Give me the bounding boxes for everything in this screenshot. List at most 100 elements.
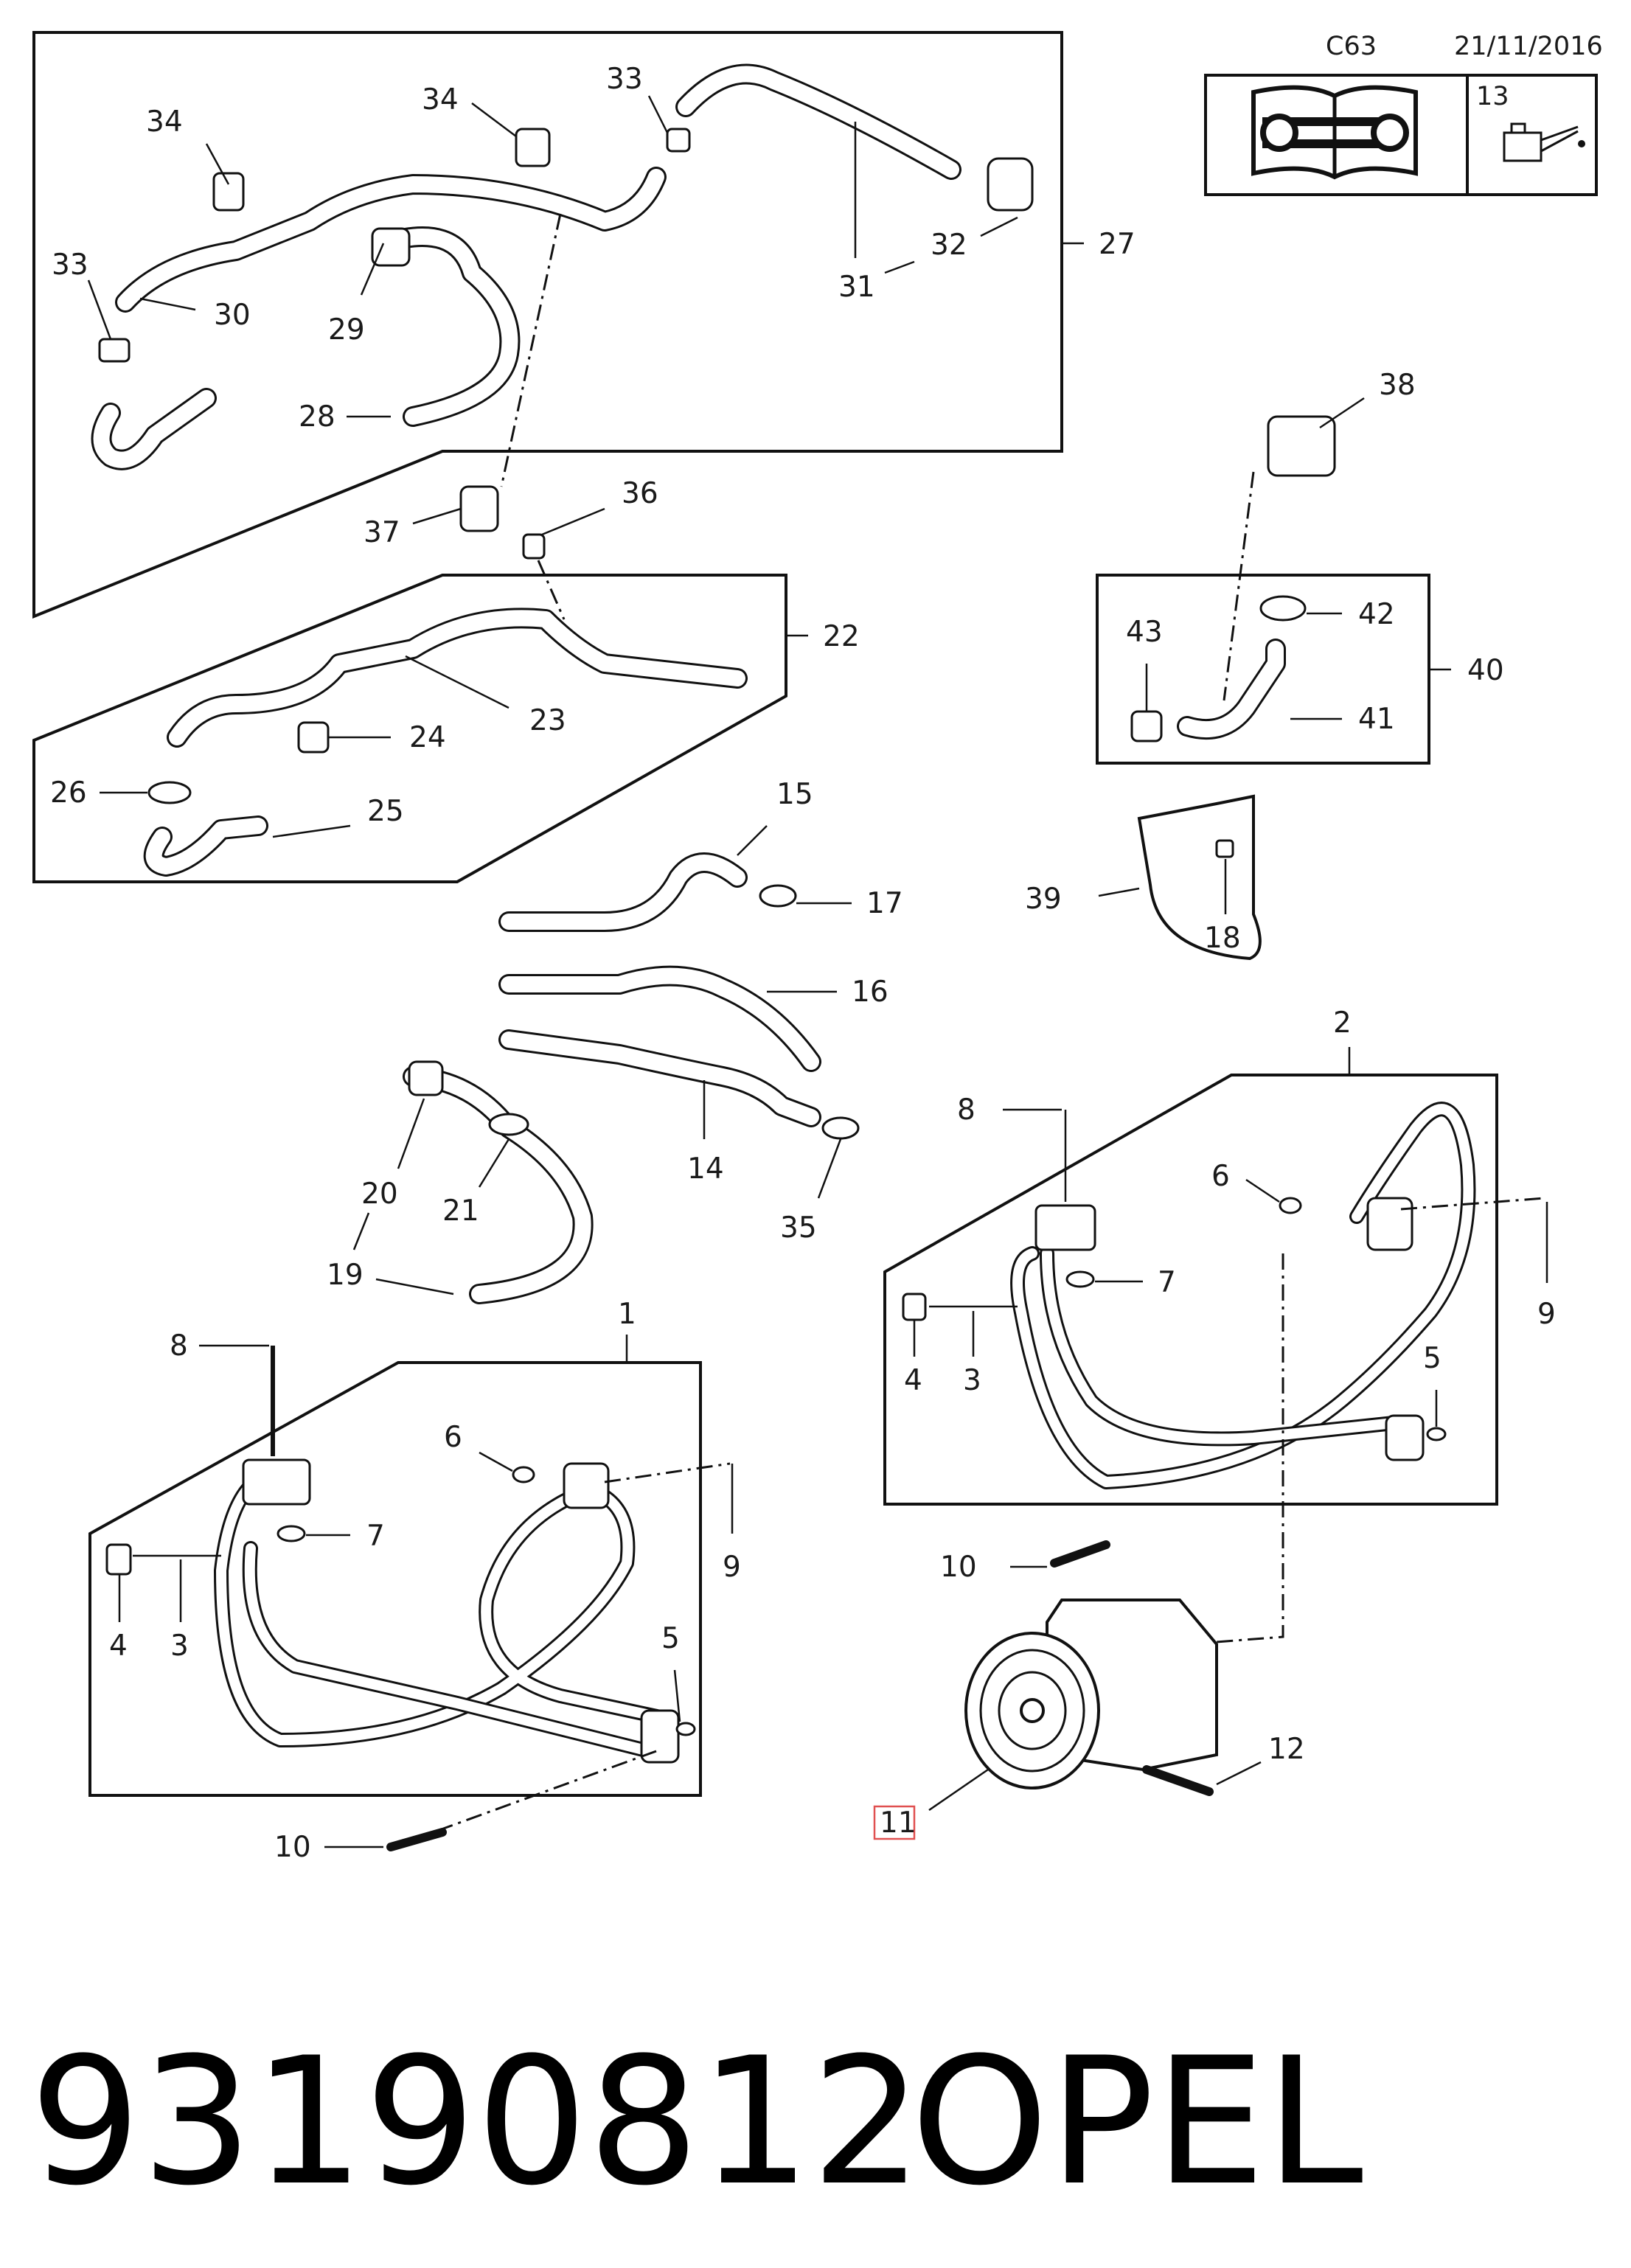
callout-2: 2 — [1333, 1006, 1352, 1040]
callout-8-left: 8 — [170, 1329, 188, 1363]
callout-33-left: 33 — [52, 248, 88, 282]
oil-can-icon — [1503, 122, 1585, 162]
block-2 — [1034, 1204, 1096, 1251]
callout-33-right: 33 — [606, 63, 643, 96]
callout-15: 15 — [776, 778, 813, 811]
callout-32: 32 — [931, 229, 967, 262]
group-frame-22 — [32, 574, 787, 883]
fitting-2-end — [1385, 1414, 1425, 1461]
callout-1: 1 — [618, 1298, 636, 1331]
connector-20 — [408, 1060, 444, 1096]
callout-23: 23 — [529, 704, 566, 737]
callout-28: 28 — [299, 400, 335, 434]
callout-24: 24 — [409, 721, 446, 754]
callout-42: 42 — [1358, 598, 1395, 631]
callout-38: 38 — [1379, 369, 1416, 402]
callout-14: 14 — [687, 1152, 724, 1186]
callout-4-left: 4 — [109, 1629, 128, 1663]
callout-40: 40 — [1467, 654, 1504, 687]
callout-7-right: 7 — [1158, 1266, 1176, 1299]
callout-5-right: 5 — [1423, 1342, 1442, 1375]
oring-5-right — [1426, 1427, 1447, 1441]
clip-34-right — [515, 128, 551, 167]
callout-19: 19 — [327, 1259, 364, 1292]
clip-37 — [459, 485, 499, 532]
cap-4-right — [902, 1293, 927, 1321]
callout-11: 11 — [880, 1806, 917, 1840]
oring-7-left — [277, 1525, 306, 1542]
callout-30: 30 — [214, 299, 251, 332]
fitting-1 — [563, 1462, 610, 1509]
clamp-42 — [1259, 595, 1307, 622]
callout-6-right: 6 — [1211, 1160, 1230, 1193]
clip-43 — [1130, 710, 1163, 742]
callout-21: 21 — [442, 1194, 479, 1228]
seal-26 — [147, 781, 192, 804]
clip-36 — [522, 533, 546, 560]
callout-22: 22 — [823, 620, 860, 653]
callout-10-right: 10 — [940, 1551, 977, 1584]
callout-25: 25 — [367, 795, 404, 828]
part-number: 93190812 — [29, 2020, 922, 2224]
diagram-date: 21/11/2016 — [1454, 32, 1603, 61]
fitting-2 — [1366, 1197, 1413, 1251]
clamp-17 — [759, 884, 797, 908]
group-frame-2 — [883, 1074, 1498, 1506]
callout-7-left: 7 — [366, 1520, 385, 1553]
callout-4-right: 4 — [904, 1364, 922, 1397]
bolt-10-right — [1050, 1540, 1110, 1568]
callout-9-left: 9 — [723, 1551, 741, 1584]
callout-12: 12 — [1268, 1733, 1305, 1766]
callout-43: 43 — [1126, 616, 1163, 649]
callout-35: 35 — [780, 1211, 817, 1245]
callout-31: 31 — [838, 271, 875, 304]
callout-10-left: 10 — [274, 1831, 311, 1864]
header-icon-box — [1204, 74, 1598, 196]
connector-32 — [987, 157, 1034, 212]
callout-18: 18 — [1204, 922, 1241, 955]
group-frame-1 — [88, 1361, 702, 1797]
callout-11-highlight — [873, 1805, 916, 1840]
oring-7-right — [1065, 1270, 1095, 1288]
callout-34-right: 34 — [422, 83, 459, 116]
bracket-39 — [1137, 794, 1262, 961]
callout-26: 26 — [50, 776, 87, 810]
callout-39: 39 — [1025, 883, 1062, 916]
bolt-10-left — [386, 1828, 447, 1851]
callout-29: 29 — [328, 313, 365, 347]
cap-4-left — [105, 1543, 132, 1576]
brand-name: OPEL — [911, 2020, 1363, 2224]
callout-16: 16 — [852, 975, 888, 1009]
seal-21 — [488, 1113, 529, 1136]
service-manual-icon — [1251, 85, 1418, 180]
callout-9-right: 9 — [1537, 1298, 1556, 1331]
connector-29 — [371, 227, 411, 267]
group-frame-27 — [32, 31, 1063, 619]
clamp-35 — [821, 1116, 860, 1140]
callout-34-left: 34 — [146, 105, 183, 139]
diagram-code: C63 — [1326, 32, 1377, 61]
callout-37: 37 — [364, 516, 400, 549]
clip-33-right — [666, 128, 691, 153]
block-1 — [242, 1458, 311, 1506]
bolt-12 — [1142, 1765, 1214, 1796]
clip-34-left — [212, 172, 245, 212]
callout-3-left: 3 — [170, 1629, 189, 1663]
callout-5-left: 5 — [661, 1622, 680, 1655]
callout-20: 20 — [361, 1178, 398, 1211]
callout-36: 36 — [622, 477, 658, 510]
oring-5-left — [675, 1722, 696, 1736]
pipe-1-lower — [242, 1541, 671, 1762]
callout-17: 17 — [866, 887, 903, 920]
callout-27: 27 — [1099, 228, 1136, 261]
clip-33-left — [98, 338, 131, 363]
callout-41: 41 — [1358, 703, 1395, 736]
compressor-11 — [964, 1599, 1218, 1789]
clip-24 — [297, 721, 330, 754]
callout-3-right: 3 — [963, 1364, 981, 1397]
nut-18 — [1215, 839, 1234, 858]
fitting-1-end — [640, 1709, 680, 1764]
valve-38 — [1267, 415, 1336, 477]
